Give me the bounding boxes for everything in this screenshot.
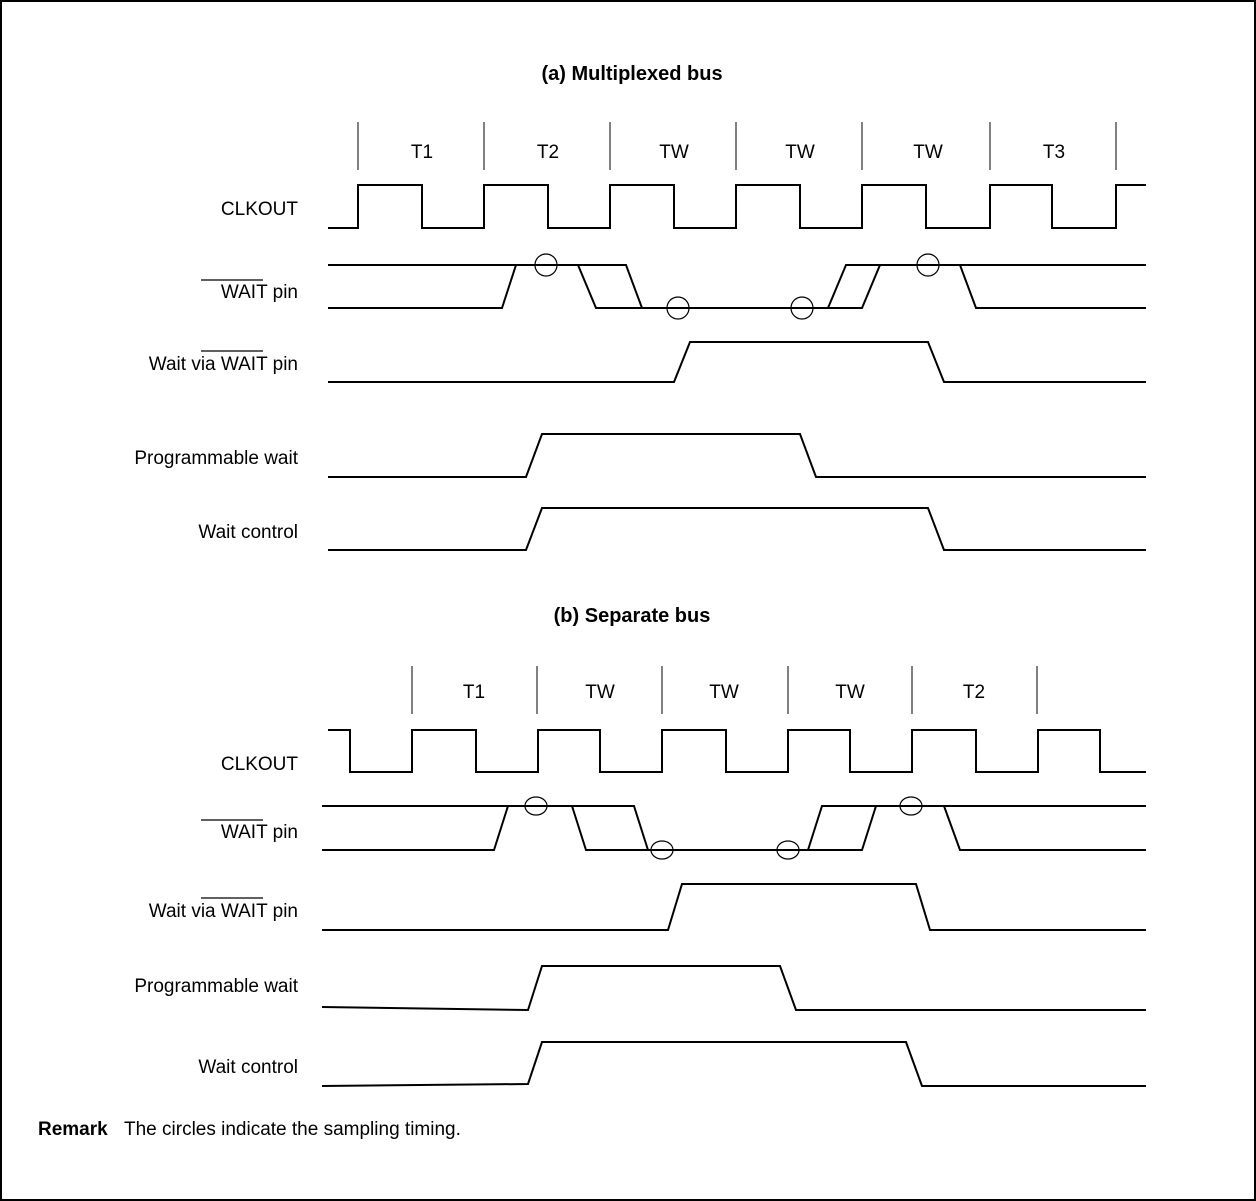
state-label: TW [585,682,615,703]
sampling-circles [534,253,940,320]
wait-control-waveform [328,507,1146,551]
signal-label-wait-pin: WAIT pin [221,282,298,303]
state-label: T2 [537,142,559,163]
state-label: TW [785,142,815,163]
state-label: T1 [411,142,433,163]
wait-via-wait-pin-waveform [328,341,1146,383]
signal-label-programmable-wait: Programmable wait [134,448,298,469]
state-label: TW [913,142,943,163]
state-label: TW [659,142,689,163]
clkout-waveform [328,729,1146,773]
section-a-state-dividers [357,122,1117,170]
wait-control-waveform [321,1041,1146,1087]
wait-pin-waveform [322,805,1146,851]
state-label: TW [709,682,739,703]
section-a-title: (a) Multiplexed bus [541,63,722,85]
wait-via-wait-pin-waveform [322,883,1146,931]
section-a-state-labels: T1 T2 TW TW TW T3 [411,142,1065,163]
signal-label-wait-pin: WAIT pin [221,822,298,843]
clkout-waveform [328,184,1146,229]
programmable-wait-waveform [321,965,1146,1012]
signal-label-wait-via-wait-pin: Wait via WAIT pin [149,354,298,375]
state-label: T3 [1043,142,1065,163]
wait-overbar-text: WAIT [221,282,268,303]
state-label: T1 [463,682,485,703]
state-label: T2 [963,682,985,703]
signal-label-wait-control: Wait control [198,1057,298,1078]
wait-overbar-text: WAIT [221,822,268,843]
remark-key: Remark [38,1119,108,1140]
signal-label-clkout: CLKOUT [221,199,298,220]
section-b-state-labels: T1 TW TW TW T2 [463,682,985,703]
signal-label-wait-via-wait-pin: Wait via WAIT pin [149,901,298,922]
section-b-title: (b) Separate bus [554,605,711,627]
state-label: TW [835,682,865,703]
wait-pin-waveform [328,264,1146,309]
programmable-wait-waveform [328,433,1146,478]
signal-label-clkout: CLKOUT [221,754,298,775]
signal-label-programmable-wait: Programmable wait [134,976,298,997]
signal-label-wait-control: Wait control [198,522,298,543]
sampling-circles [524,796,923,860]
section-b-state-dividers [411,666,1038,714]
remark-text: The circles indicate the sampling timing… [124,1119,461,1140]
